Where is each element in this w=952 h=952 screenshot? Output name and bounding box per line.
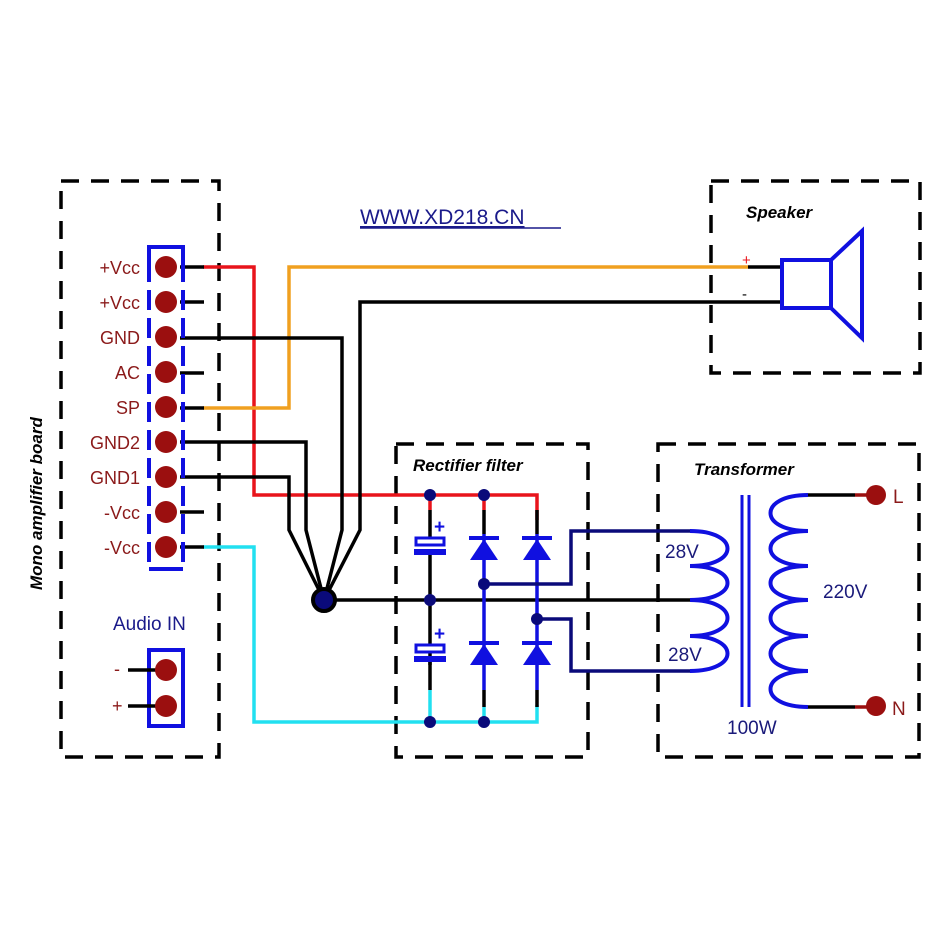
audio-in-pin-plus[interactable] xyxy=(155,695,177,717)
amp-pin-label: GND1 xyxy=(90,468,140,488)
mains-terminal-l[interactable] xyxy=(866,485,886,505)
amp-pin-5[interactable] xyxy=(155,396,177,418)
amp-pin-2[interactable] xyxy=(155,291,177,313)
audio-in-title: Audio IN xyxy=(113,614,186,635)
amp-board-box xyxy=(59,179,221,759)
wire-speaker-negative xyxy=(322,300,780,601)
cap-bottom-plus: + xyxy=(434,624,445,645)
junction-node xyxy=(424,716,436,728)
mains-l-label: L xyxy=(893,487,904,508)
amp-pin-label: GND2 xyxy=(90,433,140,453)
audio-in-connector xyxy=(147,648,185,728)
secondary-coil xyxy=(689,529,730,673)
amp-pin-label: GND xyxy=(100,328,140,348)
amp-pin-7[interactable] xyxy=(155,466,177,488)
junction-node xyxy=(478,578,490,590)
diode-bottom-right xyxy=(522,641,552,665)
speaker-cone xyxy=(829,226,864,343)
speaker-magnet xyxy=(780,258,833,310)
secondary-bottom-voltage: 28V xyxy=(668,645,702,666)
wire-gnd2 xyxy=(180,440,326,601)
mains-terminal-n[interactable] xyxy=(866,696,886,716)
diode-top-right xyxy=(522,536,552,560)
primary-coil xyxy=(768,493,809,709)
primary-voltage: 220V xyxy=(823,582,868,603)
junction-node xyxy=(478,489,490,501)
cap-top-plus: + xyxy=(434,517,445,538)
amp-pin-6[interactable] xyxy=(155,431,177,453)
wire-ac-2 xyxy=(537,617,690,673)
amp-pin-label: AC xyxy=(115,363,140,383)
speaker-box xyxy=(709,179,922,375)
amp-pin-label: +Vcc xyxy=(99,293,140,313)
amp-pin-label: -Vcc xyxy=(104,538,140,558)
amp-pin-label: +Vcc xyxy=(99,258,140,278)
amp-pin-8[interactable] xyxy=(155,501,177,523)
speaker-title: Speaker xyxy=(746,203,814,222)
transformer-title: Transformer xyxy=(694,460,795,479)
wire-ac-1 xyxy=(484,529,690,586)
amp-pin-1[interactable] xyxy=(155,256,177,278)
wire-vcc-positive xyxy=(203,265,539,520)
junction-node xyxy=(424,594,436,606)
amp-pin-label: SP xyxy=(116,398,140,418)
junction-node xyxy=(424,489,436,501)
amp-pin-4[interactable] xyxy=(155,361,177,383)
diode-top-left xyxy=(469,536,499,560)
wire-gnd1 xyxy=(180,475,326,601)
junction-node xyxy=(531,613,543,625)
speaker-minus-label: - xyxy=(742,286,747,303)
transformer-power: 100W xyxy=(727,718,777,739)
rectifier-title: Rectifier filter xyxy=(413,456,524,475)
diode-bottom-left xyxy=(469,641,499,665)
amp-pin-3[interactable] xyxy=(155,326,177,348)
capacitor-bottom-plate xyxy=(414,643,446,654)
speaker-plus-label: + xyxy=(742,252,751,269)
amp-connector-outline xyxy=(147,245,185,262)
junction-node xyxy=(478,716,490,728)
capacitor-top-plate xyxy=(414,536,446,547)
audio-in-plus-label: + xyxy=(112,696,123,716)
wire-gnd xyxy=(180,336,344,601)
wire-vcc-negative xyxy=(203,545,539,724)
secondary-top-voltage: 28V xyxy=(665,542,699,563)
website-link[interactable]: WWW.XD218.CN xyxy=(360,206,525,229)
audio-in-pin-minus[interactable] xyxy=(155,659,177,681)
audio-in-minus-label: - xyxy=(114,659,120,679)
amp-pin-label: -Vcc xyxy=(104,503,140,523)
mains-n-label: N xyxy=(892,699,906,720)
capacitor-top-plate-neg xyxy=(414,549,446,555)
amp-pin-9[interactable] xyxy=(155,536,177,558)
amp-board-title: Mono amplifier board xyxy=(27,417,46,590)
capacitor-bottom-plate-neg xyxy=(414,656,446,662)
star-ground-node xyxy=(311,587,337,613)
